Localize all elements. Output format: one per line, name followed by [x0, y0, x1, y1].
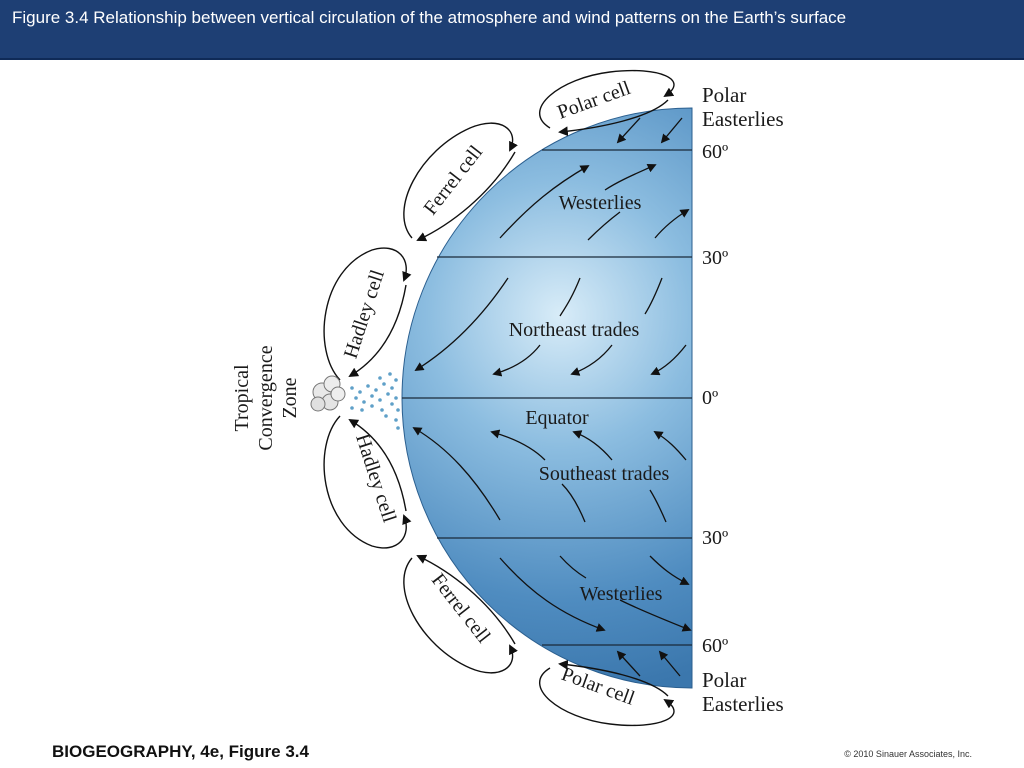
- south-hadley-cell-loop: [323, 415, 412, 549]
- wind-arrow: [499, 165, 590, 239]
- label-southeast-trades: Southeast trades: [539, 463, 670, 485]
- circulation-diagram: Polar cell Ferrel cell Hadley cell Hadle…: [231, 69, 784, 727]
- label-south-polar-easterlies-2: Easterlies: [702, 692, 784, 716]
- south-ferrel-cell-return: [416, 554, 516, 645]
- wind-arrow: [653, 431, 687, 461]
- rain-drops: [350, 372, 400, 430]
- latitude-label-n30: 30º: [702, 247, 728, 269]
- header-divider: [0, 58, 1024, 60]
- label-south-hadley-cell: Hadley cell: [351, 431, 400, 525]
- wind-arrow: [414, 277, 509, 371]
- wind-arrow: [559, 555, 587, 579]
- wind-arrow: [572, 430, 613, 461]
- wind-arrow: [412, 427, 501, 521]
- wind-arrow: [604, 163, 657, 191]
- latitude-lines: [402, 149, 692, 646]
- wind-arrow: [499, 557, 606, 632]
- wind-arrow: [492, 344, 541, 377]
- label-north-westerlies: Westerlies: [559, 192, 642, 214]
- north-polar-cell-loop: [538, 69, 675, 129]
- figure-title: Figure 3.4 Relationship between vertical…: [12, 8, 847, 27]
- wind-arrow: [658, 650, 681, 677]
- label-north-polar-easterlies-1: Polar: [702, 83, 746, 107]
- south-polar-cell-loop: [538, 667, 675, 727]
- north-polar-cell-return: [558, 99, 669, 137]
- wind-arrow: [616, 650, 641, 677]
- label-south-polar-easterlies-1: Polar: [702, 668, 746, 692]
- wind-arrow: [561, 483, 586, 523]
- wind-arrow: [559, 277, 581, 317]
- label-south-westerlies: Westerlies: [580, 583, 663, 605]
- wind-arrow: [644, 277, 663, 315]
- label-equator: Equator: [525, 407, 589, 429]
- surface-wind-arrows: [412, 117, 692, 677]
- tcz-label-line1: Tropical: [231, 364, 253, 431]
- circulation-cells: [323, 69, 675, 727]
- convergence-cloud-icon: [310, 375, 346, 412]
- south-ferrel-cell-loop: [403, 557, 518, 674]
- wind-arrow: [490, 429, 546, 461]
- latitude-label-n60: 60º: [702, 141, 728, 163]
- north-hadley-cell-return: [348, 284, 407, 378]
- wind-arrow: [660, 117, 683, 144]
- north-hadley-cell-loop: [323, 247, 412, 381]
- latitude-label-eq: 0º: [702, 387, 718, 409]
- book-citation: BIOGEOGRAPHY, 4e, Figure 3.4: [52, 742, 309, 761]
- wind-arrow: [649, 555, 690, 585]
- south-hadley-cell-return: [348, 418, 407, 512]
- tcz-label-line2: Convergence: [255, 345, 277, 450]
- tcz-label-line3: Zone: [279, 377, 301, 418]
- wind-arrow: [649, 489, 667, 523]
- north-ferrel-cell-return: [416, 151, 516, 242]
- wind-arrow: [570, 344, 613, 376]
- north-ferrel-cell-loop: [403, 122, 518, 239]
- south-polar-cell-return: [558, 659, 669, 697]
- wind-arrow: [650, 344, 687, 376]
- latitude-label-s30: 30º: [702, 527, 728, 549]
- label-north-polar-easterlies-2: Easterlies: [702, 107, 784, 131]
- wind-arrow: [619, 599, 692, 632]
- wind-arrow: [616, 117, 641, 144]
- latitude-label-s60: 60º: [702, 635, 728, 657]
- label-northeast-trades: Northeast trades: [509, 319, 640, 341]
- header-bar: [0, 0, 1024, 60]
- wind-arrow: [654, 209, 690, 239]
- wind-arrow: [587, 211, 621, 241]
- copyright-notice: © 2010 Sinauer Associates, Inc.: [844, 749, 972, 759]
